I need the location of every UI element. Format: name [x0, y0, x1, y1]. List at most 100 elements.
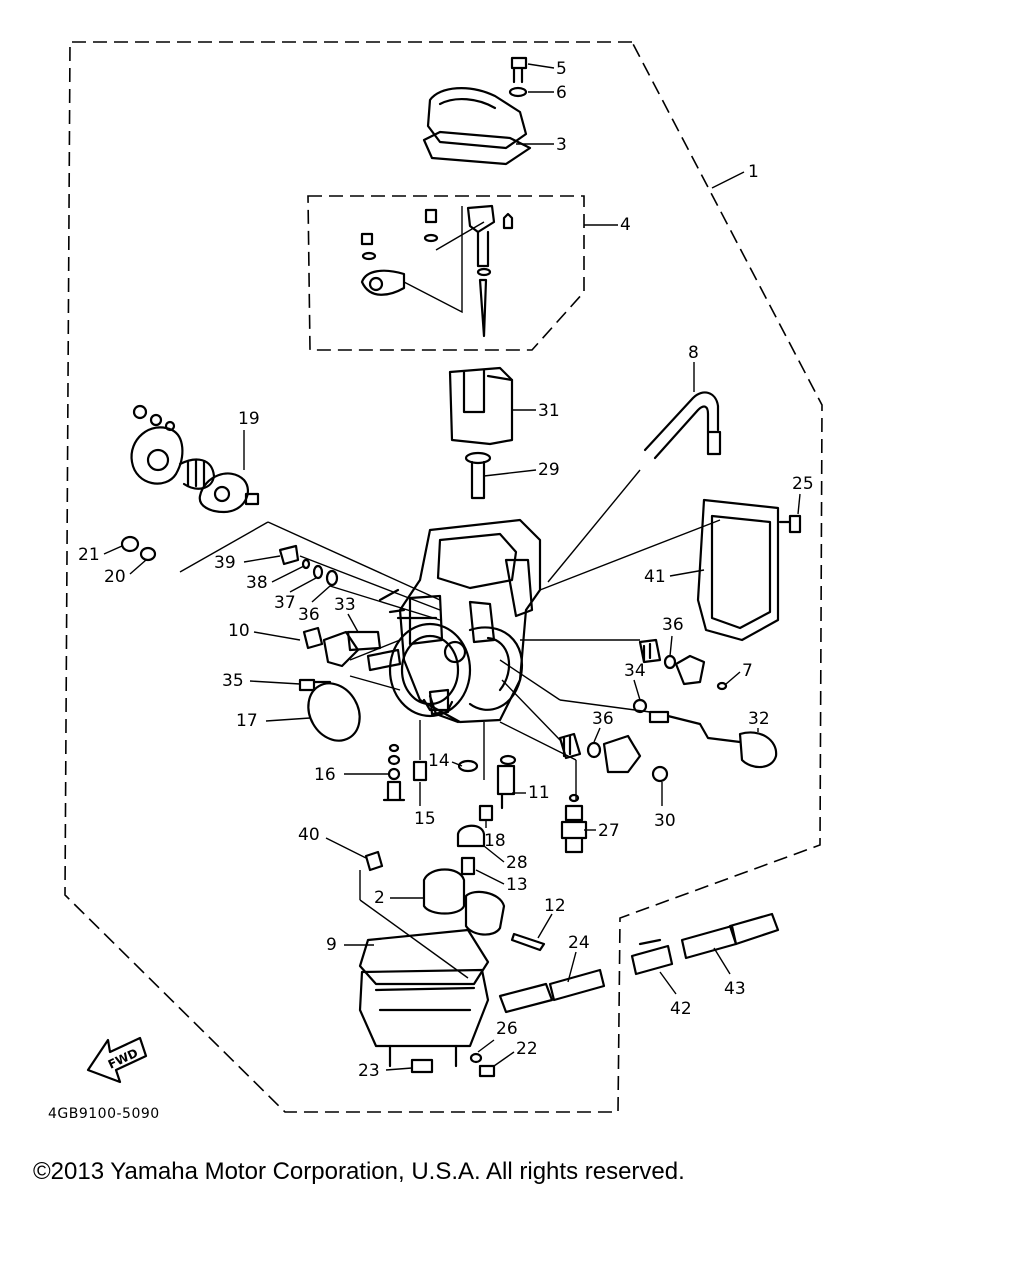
leader-line-40: [325, 837, 367, 859]
callout-19: 19: [238, 409, 260, 429]
screw-29: [464, 451, 492, 500]
connector-line: [179, 521, 269, 573]
subassembly-box: [307, 195, 585, 351]
leader-line-23: [385, 1067, 413, 1071]
callout-labels: 1234567891011121314151617181920212223242…: [78, 59, 814, 1081]
callout-35: 35: [222, 671, 244, 691]
leader-line-34: [633, 679, 641, 701]
leader-line-10: [253, 631, 301, 641]
callout-43: 43: [724, 979, 746, 999]
callout-22: 22: [516, 1039, 538, 1059]
leader-line-13: [475, 869, 505, 885]
callout-9: 9: [326, 935, 337, 955]
leader-line-14: [451, 761, 463, 767]
leader-line-28: [483, 845, 505, 863]
connector-line: [501, 679, 561, 741]
leader-line-1: [711, 171, 745, 189]
leader-lines: [103, 63, 801, 1071]
leader-line-24: [567, 951, 577, 983]
callout-33: 33: [334, 595, 356, 615]
connector-line: [499, 721, 577, 761]
callout-20: 20: [104, 567, 126, 587]
valve-31: [448, 366, 514, 446]
leader-line-36b: [669, 635, 673, 657]
leader-line-7: [725, 671, 741, 685]
leader-line-36c: [593, 727, 601, 743]
callout-4: 4: [620, 215, 631, 235]
connector-line: [539, 519, 721, 591]
callout-11: 11: [528, 783, 550, 803]
callout-16: 16: [314, 765, 336, 785]
leader-line-22: [493, 1051, 515, 1067]
leader-line-41: [669, 569, 705, 577]
callout-41: 41: [644, 567, 666, 587]
connector-line: [329, 585, 441, 621]
connector-line: [547, 469, 641, 583]
leader-line-39: [243, 555, 281, 563]
connector-line: [349, 639, 401, 661]
top-cover-group: [422, 56, 532, 166]
callout-6: 6: [556, 83, 567, 103]
callout-13: 13: [506, 875, 528, 895]
callout-32: 32: [748, 709, 770, 729]
right-parts: [558, 498, 802, 783]
leader-line-5: [527, 63, 555, 69]
callout-36b: 36: [662, 615, 684, 635]
callout-7: 7: [742, 661, 753, 681]
callout-21: 21: [78, 545, 100, 565]
connector-line: [267, 521, 441, 601]
leader-line-20: [129, 559, 147, 575]
copyright-notice: ©2013 Yamaha Motor Corporation, U.S.A. A…: [33, 1158, 685, 1185]
leader-line-26: [477, 1039, 495, 1053]
jets-group: [382, 743, 588, 876]
connector-line: [349, 675, 401, 691]
leader-line-25: [797, 493, 801, 515]
connector-line: [299, 555, 441, 611]
callout-34: 34: [624, 661, 646, 681]
callout-28: 28: [506, 853, 528, 873]
leader-line-38: [271, 565, 305, 583]
callout-25: 25: [792, 474, 814, 494]
diaphragm-19-group: [130, 404, 260, 514]
carburetor-body: [378, 518, 542, 724]
leader-line-33: [347, 613, 359, 633]
callout-1: 1: [748, 162, 759, 182]
callout-27: 27: [598, 821, 620, 841]
callout-30: 30: [654, 811, 676, 831]
callout-37: 37: [274, 593, 296, 613]
needle-subassembly: [360, 204, 514, 338]
callout-12: 12: [544, 896, 566, 916]
callout-31: 31: [538, 401, 560, 421]
callout-38: 38: [246, 573, 268, 593]
leader-line-21: [103, 545, 123, 555]
callout-5: 5: [556, 59, 567, 79]
callout-36c: 36: [592, 709, 614, 729]
callout-3: 3: [556, 135, 567, 155]
callout-23: 23: [358, 1061, 380, 1081]
callout-2: 2: [374, 888, 385, 908]
callout-18: 18: [484, 831, 506, 851]
assembly-outline: [64, 41, 823, 1113]
callout-42: 42: [670, 999, 692, 1019]
callout-36a: 36: [298, 605, 320, 625]
leader-line-17: [265, 717, 311, 722]
float-bowl-group: [358, 850, 780, 1078]
callout-39: 39: [214, 553, 236, 573]
connector-line: [499, 659, 561, 701]
leader-line-12: [537, 913, 553, 939]
leader-line-43: [713, 947, 731, 975]
connector-line: [559, 699, 651, 713]
callout-10: 10: [228, 621, 250, 641]
callout-17: 17: [236, 711, 258, 731]
callout-15: 15: [414, 809, 436, 829]
leader-line-35: [249, 680, 301, 685]
callout-26: 26: [496, 1019, 518, 1039]
leader-line-42: [659, 971, 677, 995]
left-parts: [120, 535, 450, 742]
leader-line-37: [289, 577, 317, 593]
leader-line-36a: [311, 585, 331, 603]
leader-line-29: [483, 469, 537, 477]
callout-29: 29: [538, 460, 560, 480]
connector-line: [359, 899, 469, 979]
